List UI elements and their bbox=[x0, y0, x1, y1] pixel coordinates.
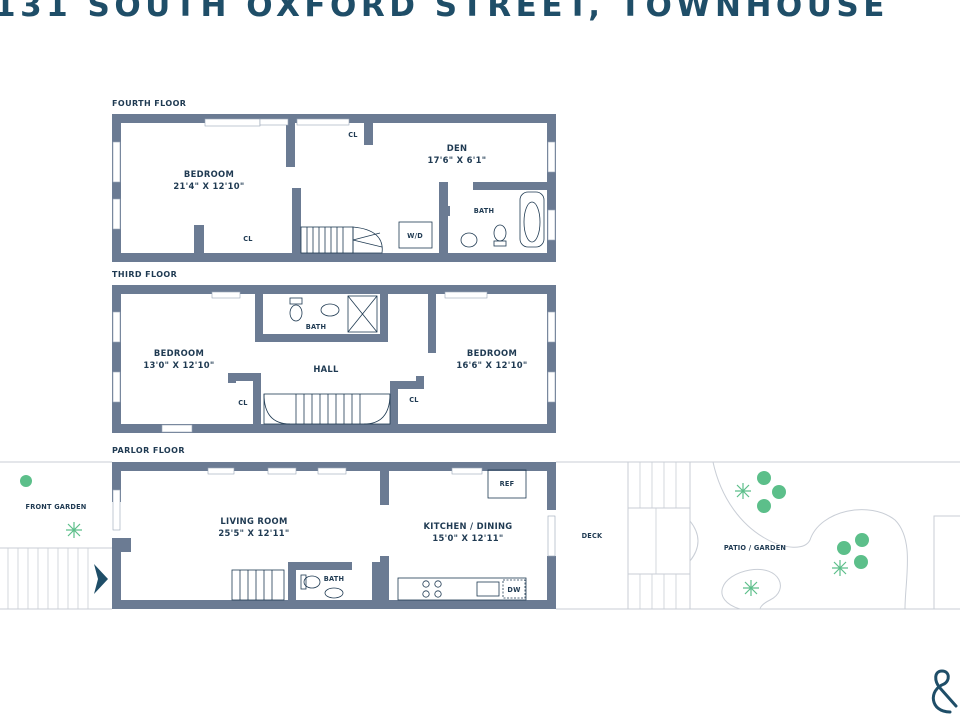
washer-dryer-label: W/D bbox=[407, 232, 423, 240]
den-name: DEN bbox=[447, 143, 468, 153]
fourth-closet-label-2: CL bbox=[243, 235, 253, 243]
fourth-bedroom-dims: 21'4" X 12'10" bbox=[173, 181, 244, 191]
fourth-bedroom-name: BEDROOM bbox=[184, 169, 234, 179]
third-bedroom-right-dims: 16'6" X 12'10" bbox=[456, 360, 527, 370]
shrub-icon bbox=[772, 485, 786, 499]
plant-icon bbox=[735, 483, 751, 499]
refrigerator-label: REF bbox=[500, 480, 515, 488]
shrub-icon bbox=[20, 475, 32, 487]
third-floor-label: THIRD FLOOR bbox=[112, 270, 178, 279]
living-room-name: LIVING ROOM bbox=[220, 516, 287, 526]
shrub-icon bbox=[837, 541, 851, 555]
fourth-bath-label: BATH bbox=[474, 207, 494, 215]
deck-label: DECK bbox=[582, 532, 603, 540]
fourth-closet-label: CL bbox=[348, 131, 358, 139]
plant-icon bbox=[743, 580, 759, 596]
third-closet-label-2: CL bbox=[409, 396, 419, 404]
patio-garden-label: PATIO / GARDEN bbox=[724, 544, 786, 552]
brand-logo-icon bbox=[932, 669, 958, 714]
entrance-arrow-icon bbox=[94, 564, 108, 594]
den-dims: 17'6" X 6'1" bbox=[428, 155, 487, 165]
third-bedroom-left-name: BEDROOM bbox=[154, 348, 204, 358]
kitchen-dims: 15'0" X 12'11" bbox=[432, 533, 503, 543]
third-floor-plan: BEDROOM 13'0" X 12'10" BEDROOM 16'6" X 1… bbox=[112, 285, 556, 433]
shrub-icon bbox=[855, 533, 869, 547]
dishwasher-label: DW bbox=[507, 586, 521, 594]
listing-title: 131 SOUTH OXFORD STREET, TOWNHOUSE bbox=[0, 0, 889, 24]
front-garden-label: FRONT GARDEN bbox=[26, 503, 87, 511]
shrub-icon bbox=[854, 555, 868, 569]
living-room-dims: 25'5" X 12'11" bbox=[218, 528, 289, 538]
fourth-floor-label: FOURTH FLOOR bbox=[112, 99, 187, 108]
kitchen-name: KITCHEN / DINING bbox=[424, 521, 513, 531]
parlor-floor-plan: LIVING ROOM 25'5" X 12'11" KITCHEN / DIN… bbox=[0, 461, 960, 610]
third-bath-label: BATH bbox=[306, 323, 326, 331]
shrub-icon bbox=[757, 471, 771, 485]
parlor-floor-label: PARLOR FLOOR bbox=[112, 446, 185, 455]
fourth-floor-plan: BEDROOM 21'4" X 12'10" DEN 17'6" X 6'1" … bbox=[112, 114, 556, 262]
plant-icon bbox=[66, 522, 82, 538]
third-bedroom-right-name: BEDROOM bbox=[467, 348, 517, 358]
plant-icon bbox=[832, 560, 848, 576]
shrub-icon bbox=[757, 499, 771, 513]
third-bedroom-left-dims: 13'0" X 12'10" bbox=[143, 360, 214, 370]
hall-label: HALL bbox=[313, 364, 339, 374]
parlor-bath-label: BATH bbox=[324, 575, 344, 583]
third-closet-label: CL bbox=[238, 399, 248, 407]
